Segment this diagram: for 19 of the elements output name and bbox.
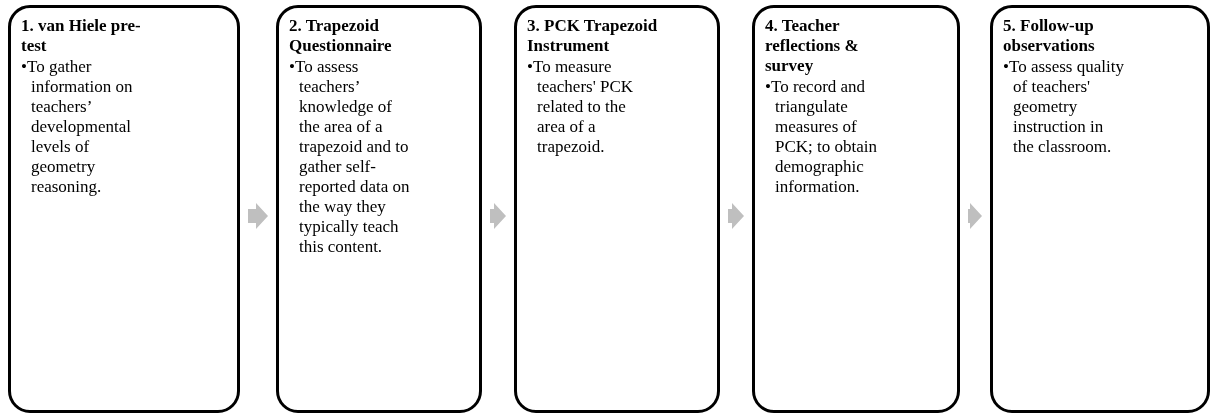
block-arrow (490, 203, 506, 229)
block-arrow (968, 203, 982, 229)
step-box (514, 5, 720, 413)
step-heading: 2. Trapezoid Questionnaire (289, 16, 393, 56)
block-arrow (728, 203, 744, 229)
step-heading: 5. Follow-up observations (1003, 16, 1096, 56)
step-heading: 1. van Hiele pre-test (21, 16, 142, 56)
step-box (276, 5, 482, 413)
step-description: •To assess teachers’ knowledge of the area of a trapezoid and to gather self-reported data on the way they typically teach this content. (289, 57, 411, 257)
step-description: •To record and triangulate measures of PCK; to obtain demographic information. (765, 77, 878, 197)
step-description: •To measure teachers' PCK related to the area of a trapezoid. (527, 57, 635, 157)
step-description: •To gather information on teachers’ developmental levels of geometry reasoning. (21, 57, 134, 197)
step-box (8, 5, 240, 413)
step-box (990, 5, 1210, 413)
step-description: •To assess quality of teachers' geometry instruction in the classroom. (1003, 57, 1125, 157)
step-box (752, 5, 960, 413)
step-heading: 4. Teacher reflections & survey (765, 16, 860, 76)
block-arrow (248, 203, 268, 229)
step-heading: 3. PCK Trapezoid Instrument (527, 16, 659, 56)
